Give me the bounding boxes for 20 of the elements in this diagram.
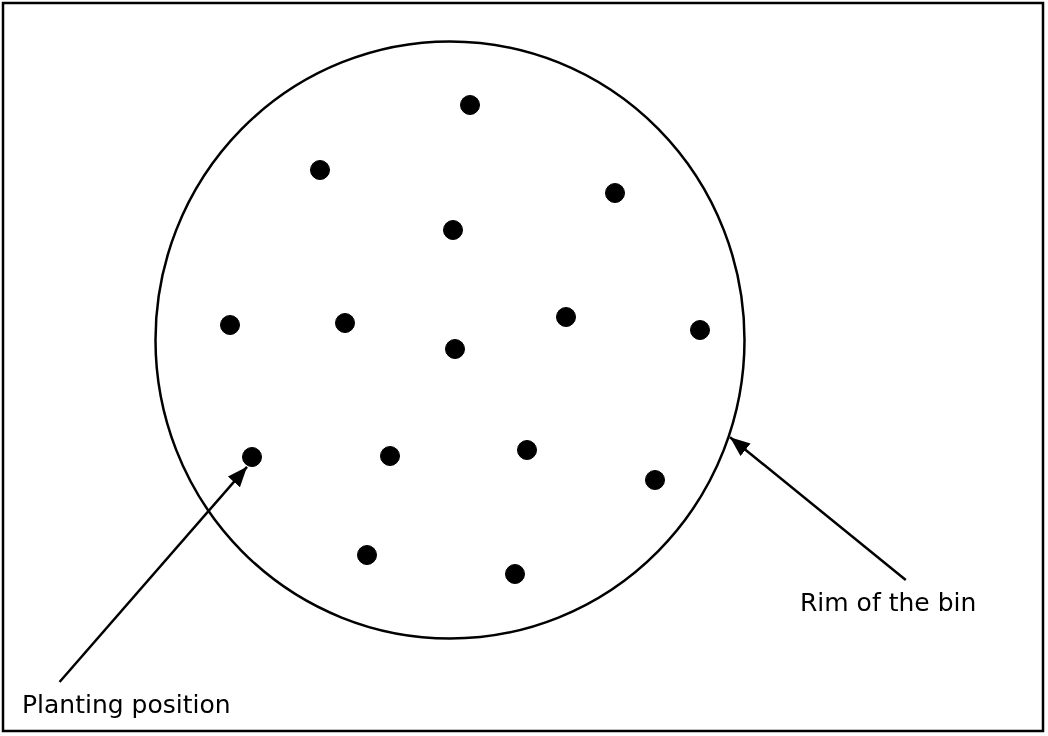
planting-dot (555, 306, 577, 328)
leader-label: Planting position (22, 690, 231, 720)
planting-dot (644, 469, 666, 491)
planting-dot (444, 338, 466, 360)
planting-dot (604, 182, 626, 204)
planting-dot (334, 312, 356, 334)
leader-line (729, 436, 907, 581)
leader-label: Rim of the bin (800, 588, 977, 618)
bin-rim-circle (154, 40, 746, 640)
planting-dot (309, 159, 331, 181)
planting-dot (504, 563, 526, 585)
leader-line (58, 466, 248, 683)
planting-dot (379, 445, 401, 467)
planting-dot (356, 544, 378, 566)
planting-dot (442, 219, 464, 241)
planting-dot (219, 314, 241, 336)
planting-dot (689, 319, 711, 341)
planting-dot (241, 446, 263, 468)
planting-dot (516, 439, 538, 461)
planting-dot (459, 94, 481, 116)
